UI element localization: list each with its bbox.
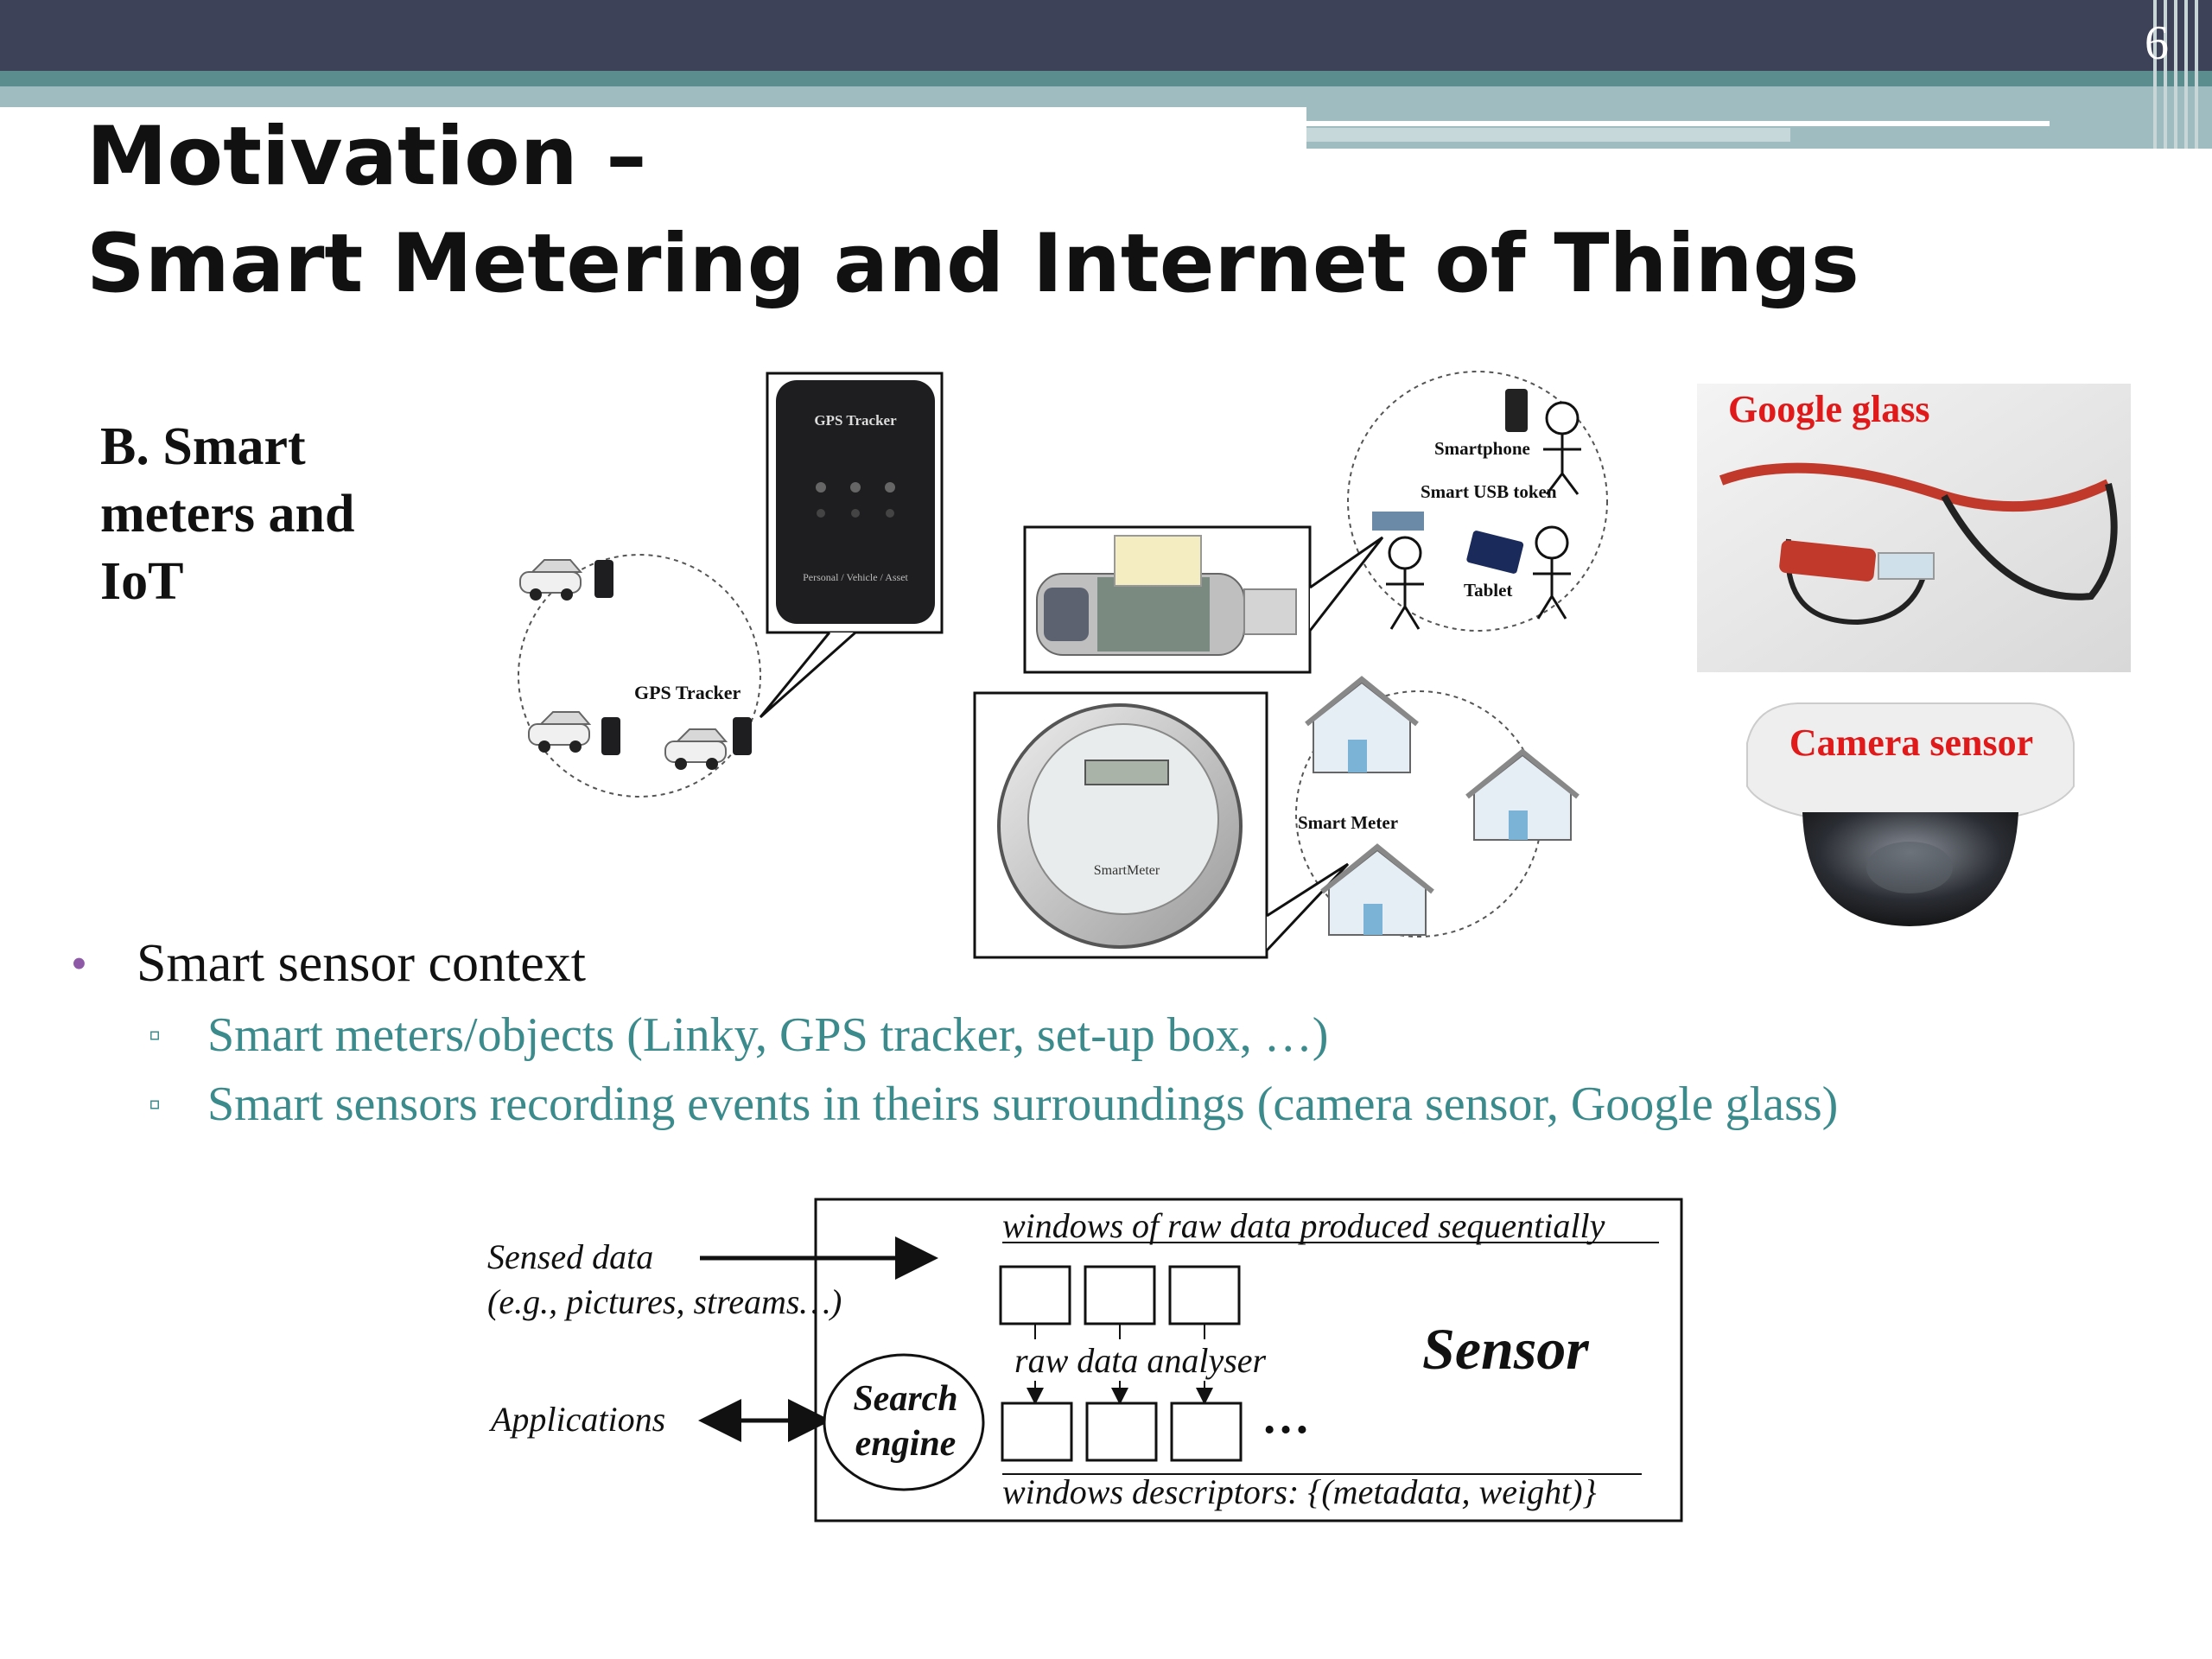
raw-window-box xyxy=(1084,1265,1156,1325)
gps-device-text: GPS Tracker xyxy=(814,412,897,429)
slide-title-line1: Motivation – xyxy=(86,110,647,204)
header-accent-stripe-light xyxy=(0,86,1306,107)
sub-bullet-square-icon: ▫ xyxy=(149,1015,162,1054)
raw-windows-label: windows of raw data produced sequentiall… xyxy=(1002,1206,1605,1245)
smart-meter-illustration: SmartMeter Smart Meter xyxy=(973,676,1580,959)
raw-window-box xyxy=(1168,1265,1241,1325)
sensor-architecture-diagram: Sensed data (e.g., pictures, streams…) A… xyxy=(487,1198,1683,1522)
header-vertical-stripes xyxy=(2134,0,2212,149)
camera-sensor-label: Camera sensor xyxy=(1789,721,2033,764)
windows-descriptors-label: windows descriptors: {(metadata, weight)… xyxy=(1002,1472,1597,1511)
smartphone-icon xyxy=(1505,389,1528,432)
gps-device-subtext: Personal / Vehicle / Asset xyxy=(803,571,908,583)
sub-bullet-text-2: Smart sensors recording events in theirs… xyxy=(207,1077,1839,1131)
smartphone-label: Smartphone xyxy=(1434,438,1530,459)
applications-label: Applications xyxy=(488,1400,665,1439)
car-icon xyxy=(519,559,583,601)
car-icon xyxy=(528,711,592,753)
smart-usb-token-label: Smart USB token xyxy=(1421,481,1557,502)
slide-number: 6 xyxy=(2145,16,2169,70)
person-icon xyxy=(1543,401,1581,495)
sub-bullet-item: ▫ Smart sensors recording events in thei… xyxy=(71,1070,1838,1139)
house-icon xyxy=(1320,843,1434,936)
gps-tracker-label: GPS Tracker xyxy=(634,682,741,703)
house-icon xyxy=(1465,748,1580,841)
bullet-item: • Smart sensor context xyxy=(71,926,1838,1001)
person-icon xyxy=(1386,536,1424,630)
header-divider-line xyxy=(1306,121,2050,126)
sensor-label: Sensor xyxy=(1422,1316,1589,1382)
car-icon xyxy=(664,728,728,770)
google-glass-label: Google glass xyxy=(1728,388,1929,430)
gps-tracker-illustration: GPS Tracker Personal / Vehicle / Asset G… xyxy=(518,372,944,798)
slide-header-bar xyxy=(0,0,2212,71)
sensor-box xyxy=(814,1198,1683,1522)
gps-tracker-icon xyxy=(594,560,613,598)
smart-meter-label: Smart Meter xyxy=(1298,812,1398,833)
header-accent-block-light xyxy=(1306,128,1790,142)
bullet-dot-icon: • xyxy=(71,938,87,989)
search-engine-label-line1: Search xyxy=(853,1379,957,1419)
descriptor-window-box xyxy=(1170,1402,1243,1462)
more-windows-ellipsis: … xyxy=(1262,1390,1310,1444)
smart-meter-brand: SmartMeter xyxy=(1094,863,1160,878)
house-icon xyxy=(1305,676,1419,773)
slide-title-line2: Smart Metering and Internet of Things xyxy=(86,217,1859,311)
slide-title: Motivation – Smart Metering and Internet… xyxy=(86,104,1859,318)
usb-token-icon xyxy=(1372,512,1424,531)
sensed-data-label: Sensed data xyxy=(487,1237,653,1276)
gps-tracker-icon xyxy=(733,717,752,755)
section-heading: B. Smart meters and IoT xyxy=(100,413,354,615)
bullet-list: • Smart sensor context ▫ Smart meters/ob… xyxy=(71,926,1838,1139)
search-engine-node xyxy=(823,1353,985,1491)
google-glass-image: Google glass xyxy=(1697,384,2131,672)
section-heading-line2: meters and xyxy=(100,485,355,543)
search-engine-label-line2: engine xyxy=(855,1424,957,1464)
header-accent-stripe xyxy=(0,71,2212,86)
raw-data-analyser-label: raw data analyser xyxy=(1014,1341,1267,1380)
tablet-label: Tablet xyxy=(1464,580,1512,601)
sub-bullet-square-icon: ▫ xyxy=(149,1084,162,1123)
gps-tracker-icon xyxy=(601,717,620,755)
sensed-data-example-label: (e.g., pictures, streams…) xyxy=(487,1282,842,1321)
bullet-main-text: Smart sensor context xyxy=(137,934,587,993)
sub-bullet-text-1: Smart meters/objects (Linky, GPS tracker… xyxy=(207,1008,1329,1062)
personal-devices-illustration: Smart USB token Smartphone Tablet xyxy=(1023,371,1608,674)
tablet-icon xyxy=(1466,531,1524,574)
section-heading-line3: IoT xyxy=(100,552,184,611)
person-icon xyxy=(1533,525,1571,620)
sub-bullet-item: ▫ Smart meters/objects (Linky, GPS track… xyxy=(71,1001,1838,1070)
raw-window-box xyxy=(999,1265,1071,1325)
descriptor-window-box xyxy=(1085,1402,1158,1462)
section-heading-line1: B. Smart xyxy=(100,417,306,476)
descriptor-window-box xyxy=(1001,1402,1073,1462)
camera-sensor-image: Camera sensor xyxy=(1746,702,2075,926)
